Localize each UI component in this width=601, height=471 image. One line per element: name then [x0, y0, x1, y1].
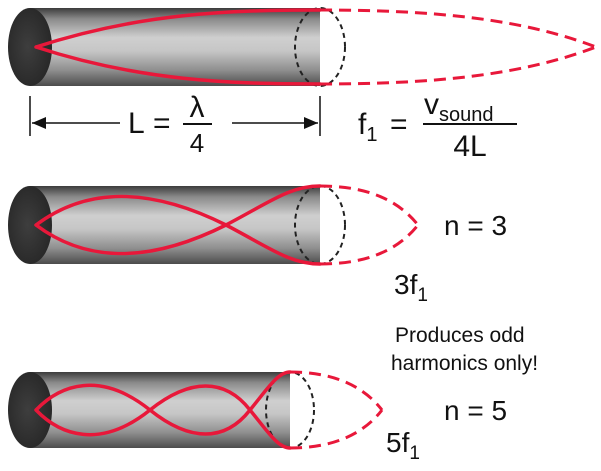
mode-5-frequency: 5f1 — [386, 427, 420, 464]
length-symbol: L — [128, 107, 145, 140]
tube-third-harmonic — [8, 184, 420, 266]
wavelength-denominator: 4 — [190, 128, 204, 158]
formula-lhs: f1 — [358, 108, 377, 146]
length-equals: = — [153, 107, 171, 140]
tube-open-end-outline — [294, 7, 346, 87]
standing-wave-fundamental — [34, 8, 322, 86]
arrowhead-right — [304, 117, 318, 129]
mode-3-frequency: 3f1 — [394, 269, 428, 306]
tube-body — [30, 372, 290, 448]
tube-closed-end — [8, 8, 52, 86]
standing-wave-fifth-harmonic-extension — [289, 370, 384, 450]
standing-wave-fundamental-extension — [319, 8, 597, 86]
tube-fundamental — [8, 7, 597, 87]
tube-closed-end — [8, 372, 52, 448]
fundamental-frequency-formula: f1 = vsound 4L — [358, 88, 517, 163]
standing-wave-fifth-harmonic — [34, 370, 292, 450]
formula-numerator: vsound — [424, 88, 494, 126]
tube-fifth-harmonic — [8, 370, 384, 450]
standing-wave-third-harmonic-extension — [319, 184, 420, 266]
odd-harmonics-note-line2: harmonics only! — [391, 352, 538, 375]
tube-body — [30, 8, 320, 86]
odd-harmonics-note-line1: Produces odd — [395, 324, 525, 347]
mode-3-label: n = 3 — [444, 210, 507, 241]
formula-denominator: 4L — [453, 130, 486, 163]
formula-equals: = — [390, 108, 408, 141]
tube-open-end-outline — [294, 185, 346, 265]
wavelength-symbol: λ — [190, 91, 205, 124]
mode-5-label: n = 5 — [444, 395, 507, 426]
standing-wave-third-harmonic — [34, 184, 322, 266]
arrowhead-left — [32, 117, 46, 129]
tube-closed-end — [8, 186, 52, 264]
length-dimension: L = λ 4 — [29, 91, 321, 158]
